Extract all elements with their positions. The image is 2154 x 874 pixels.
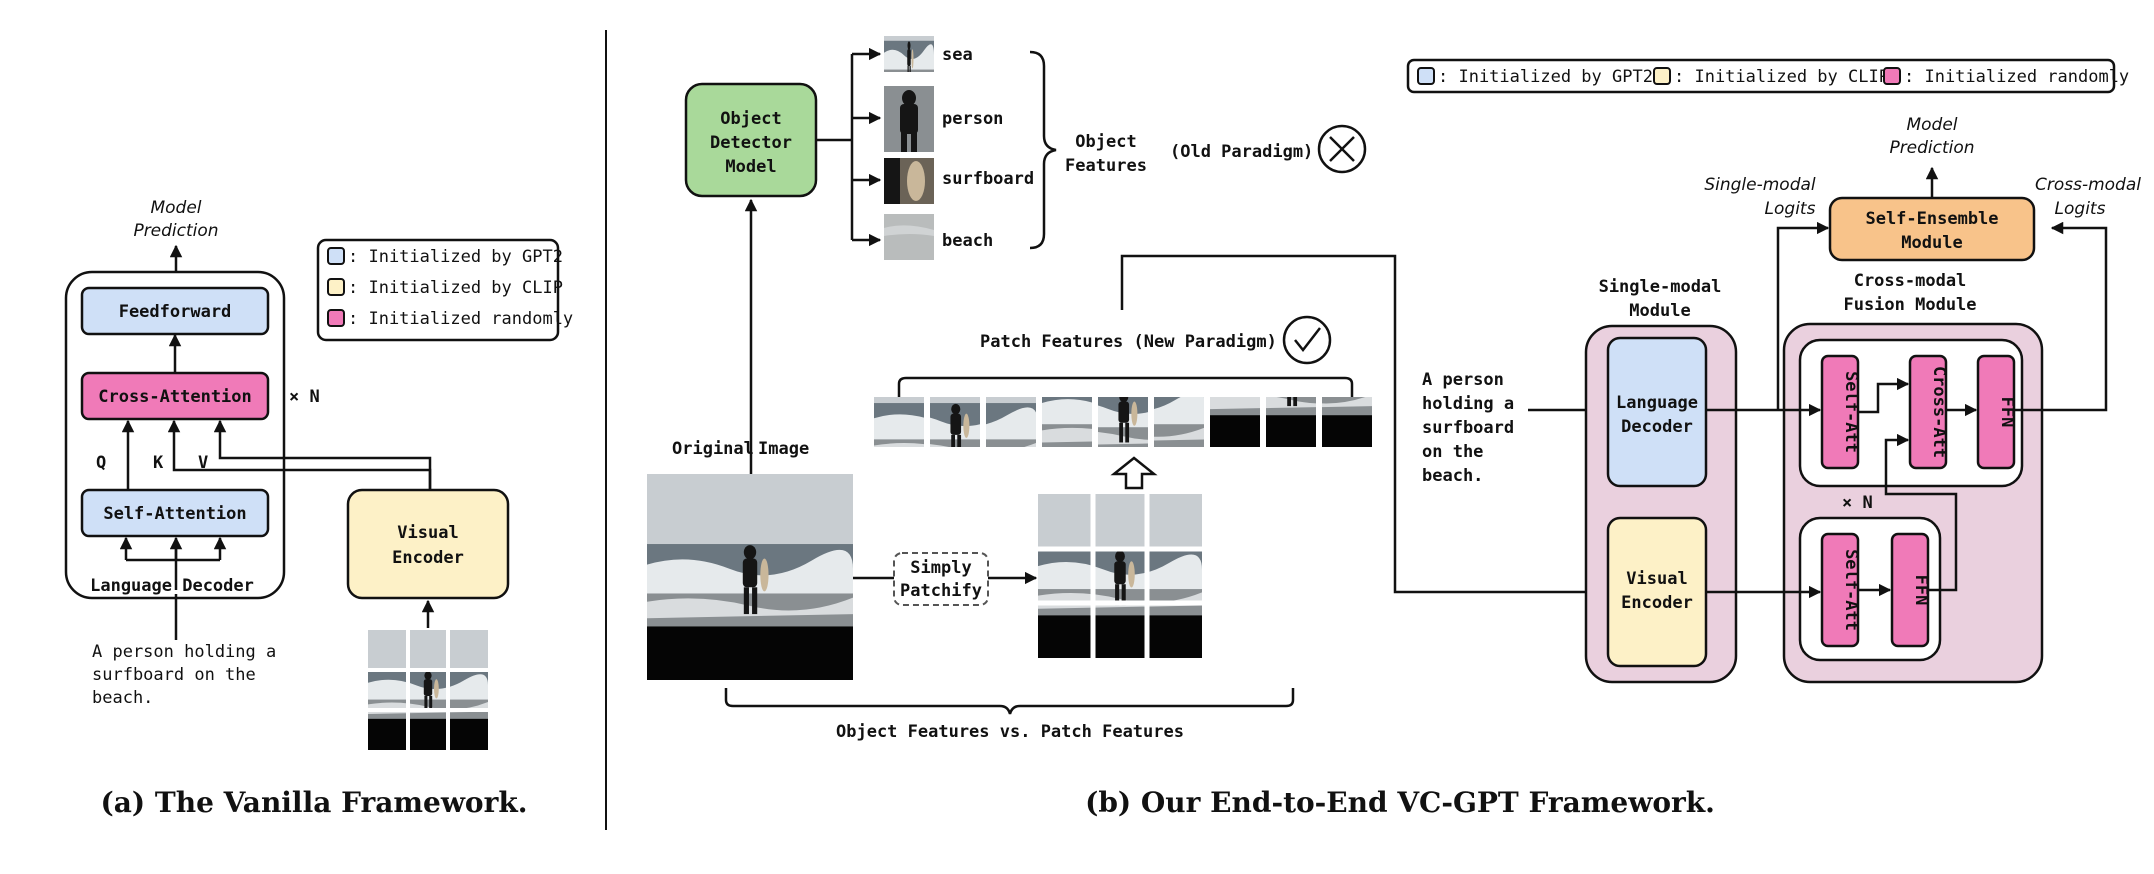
times-n-label: × N bbox=[289, 387, 320, 407]
simply-patchify-box bbox=[893, 552, 989, 606]
object-crop-beach bbox=[884, 214, 934, 260]
legend-random-label: : Initialized randomly bbox=[348, 309, 573, 329]
check-mark-icon bbox=[1282, 315, 1332, 365]
object-label-person: person bbox=[942, 109, 1003, 129]
patch-grid-small bbox=[368, 630, 488, 750]
fusion-times-n: × N bbox=[1842, 493, 1873, 513]
language-decoder-label: Language Decoder bbox=[90, 576, 254, 596]
legend-clip-label: : Initialized by CLIP bbox=[348, 278, 563, 298]
self-att-label-lower: Self-Att bbox=[1841, 549, 1861, 631]
simply-patchify-line2: Patchify bbox=[900, 581, 982, 601]
old-paradigm-label: (Old Paradigm) bbox=[1170, 142, 1313, 162]
caption-line3: surfboard bbox=[1422, 418, 1514, 438]
single-logits-line1: Single-modal bbox=[1704, 175, 1816, 195]
legend-gpt2-label: : Initialized by GPT2 bbox=[348, 247, 563, 267]
object-label-surfboard: surfboard bbox=[942, 169, 1034, 189]
q-label: Q bbox=[96, 453, 106, 473]
caption-line3: beach. bbox=[92, 688, 153, 708]
visual-encoder-line1: Visual bbox=[1626, 569, 1687, 589]
legend-right-random-label: : Initialized randomly bbox=[1904, 67, 2129, 87]
caption-line2: surfboard on the bbox=[92, 665, 256, 685]
prediction-line1: Model bbox=[1906, 115, 1957, 135]
cross-attention-label: Cross-Attention bbox=[98, 387, 252, 407]
comparison-label: Object Features vs. Patch Features bbox=[836, 722, 1184, 742]
model-prediction-line1: Model bbox=[150, 198, 201, 218]
original-image-line2: Image bbox=[758, 439, 809, 459]
self-ensemble-line1: Self-Ensemble bbox=[1865, 209, 1998, 229]
caption-a: (a) The Vanilla Framework. bbox=[101, 786, 528, 819]
single-modal-line1: Single-modal bbox=[1599, 277, 1722, 297]
patch-features-label: Patch Features (New Paradigm) bbox=[980, 332, 1277, 352]
caption-line2: holding a bbox=[1422, 394, 1514, 414]
cross-mark-icon bbox=[1317, 124, 1367, 174]
object-detector-line2: Detector bbox=[710, 133, 792, 153]
caption-line1: A person holding a bbox=[92, 642, 276, 662]
ffn-label-lower: FFN bbox=[1911, 575, 1931, 606]
cross-modal-line2: Fusion Module bbox=[1843, 295, 1976, 315]
single-modal-line2: Module bbox=[1629, 301, 1690, 321]
object-features-line1: Object bbox=[1075, 132, 1136, 152]
object-features-line2: Features bbox=[1065, 156, 1147, 176]
language-decoder-line2: Decoder bbox=[1621, 417, 1693, 437]
caption-line5: beach. bbox=[1422, 466, 1483, 486]
object-crop-surfboard bbox=[884, 158, 934, 204]
cross-logits-line1: Cross-modal bbox=[2035, 175, 2141, 195]
visual-encoder-block bbox=[346, 488, 510, 600]
vc-gpt-framework: Object Detector Model s bbox=[647, 36, 2141, 819]
object-crop-person bbox=[884, 86, 934, 152]
object-detector-line1: Object bbox=[720, 109, 781, 129]
object-label-sea: sea bbox=[942, 45, 973, 65]
visual-encoder-line1: Visual bbox=[397, 523, 458, 543]
cross-logits-line2: Logits bbox=[2055, 199, 2106, 219]
object-detector-line3: Model bbox=[725, 157, 776, 177]
cross-modal-line1: Cross-modal bbox=[1854, 271, 1967, 291]
legend-gpt2-swatch bbox=[327, 247, 345, 265]
visual-encoder-line2: Encoder bbox=[392, 548, 464, 568]
legend-right-clip-label: : Initialized by CLIP bbox=[1674, 67, 1889, 87]
cross-att-block bbox=[1908, 354, 1948, 470]
v-label: V bbox=[198, 453, 208, 473]
patch-grid-large bbox=[1038, 494, 1202, 658]
legend-right-random-swatch bbox=[1883, 67, 1901, 85]
legend-random-swatch bbox=[327, 309, 345, 327]
simply-patchify-line1: Simply bbox=[910, 558, 971, 578]
legend-right-clip-swatch bbox=[1653, 67, 1671, 85]
caption-line4: on the bbox=[1422, 442, 1483, 462]
feedforward-label: Feedforward bbox=[119, 302, 232, 322]
cross-att-label: Cross-Att bbox=[1929, 366, 1949, 458]
caption-b: (b) Our End-to-End VC-GPT Framework. bbox=[1085, 786, 1715, 819]
legend-clip-swatch bbox=[327, 278, 345, 296]
original-image-line1: Original bbox=[672, 439, 754, 459]
vanilla-framework: Model Prediction Feedforward Cross-Atten… bbox=[64, 198, 573, 819]
self-ensemble-line2: Module bbox=[1901, 233, 1962, 253]
legend-right-gpt2-swatch bbox=[1417, 67, 1435, 85]
hollow-up-arrow-icon bbox=[1110, 456, 1158, 490]
patch-features-brace bbox=[897, 376, 1354, 398]
k-label: K bbox=[153, 453, 164, 473]
comparison-brace bbox=[724, 688, 1295, 715]
legend-right bbox=[1406, 58, 2116, 94]
self-attention-label: Self-Attention bbox=[103, 504, 246, 524]
language-decoder-block bbox=[1606, 336, 1708, 488]
visual-encoder-line2: Encoder bbox=[1621, 593, 1693, 613]
prediction-line2: Prediction bbox=[1889, 138, 1974, 158]
original-image bbox=[647, 474, 853, 680]
self-attention-block bbox=[80, 488, 270, 538]
single-logits-line2: Logits bbox=[1765, 199, 1816, 219]
legend-left bbox=[316, 238, 560, 342]
model-prediction-line2: Prediction bbox=[133, 221, 218, 241]
legend-right-gpt2-label: : Initialized by GPT2 bbox=[1438, 67, 1653, 87]
ffn-block-upper bbox=[1976, 354, 2016, 470]
language-decoder-line1: Language bbox=[1616, 393, 1698, 413]
ffn-label-upper: FFN bbox=[1997, 397, 2017, 428]
self-att-label-upper: Self-Att bbox=[1841, 371, 1861, 453]
object-label-beach: beach bbox=[942, 231, 993, 251]
object-features-brace bbox=[1029, 50, 1057, 250]
visual-encoder-block-right bbox=[1606, 516, 1708, 668]
caption-line1: A person bbox=[1422, 370, 1504, 390]
